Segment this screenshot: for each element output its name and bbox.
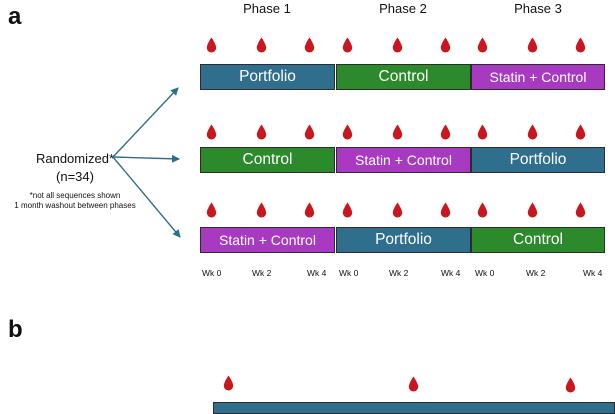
panel-b-bar bbox=[213, 402, 615, 414]
blood-drop-icon bbox=[575, 37, 586, 53]
panel-label-b: b bbox=[8, 316, 23, 343]
sequence-3-phase-2-portfolio: Portfolio bbox=[336, 227, 471, 253]
blood-drop-icon bbox=[256, 37, 267, 53]
washout-note: 1 month washout between phases bbox=[14, 201, 136, 210]
blood-drop-icon bbox=[440, 37, 451, 53]
blood-drop-icon bbox=[527, 202, 538, 218]
blood-drop-icon bbox=[223, 375, 234, 391]
blood-drop-icon bbox=[392, 124, 403, 140]
blood-drop-icon bbox=[342, 124, 353, 140]
week-label: Wk 2 bbox=[389, 268, 409, 278]
blood-drop-icon bbox=[342, 37, 353, 53]
sequence-2-phase-2-statin-control: Statin + Control bbox=[336, 147, 471, 173]
phase-2-header: Phase 2 bbox=[379, 1, 427, 16]
sequence-2-phase-1-control: Control bbox=[200, 147, 335, 173]
blood-drop-icon bbox=[392, 202, 403, 218]
week-label: Wk 4 bbox=[307, 268, 327, 278]
blood-drop-icon bbox=[477, 124, 488, 140]
blood-drop-icon bbox=[527, 124, 538, 140]
blood-drop-icon bbox=[575, 124, 586, 140]
phase-3-header: Phase 3 bbox=[514, 1, 562, 16]
sequence-1-phase-2-control: Control bbox=[336, 64, 471, 90]
phase-1-header: Phase 1 bbox=[243, 1, 291, 16]
week-label: Wk 0 bbox=[202, 268, 222, 278]
week-label: Wk 4 bbox=[583, 268, 603, 278]
panel-label-a: a bbox=[8, 3, 22, 30]
sequence-1-phase-3-statin-control: Statin + Control bbox=[471, 64, 605, 90]
blood-drop-icon bbox=[477, 37, 488, 53]
blood-drop-icon bbox=[256, 124, 267, 140]
arrow-to-sequence-2 bbox=[112, 154, 180, 163]
blood-drop-icon bbox=[575, 202, 586, 218]
sequence-2-phase-3-portfolio: Portfolio bbox=[471, 147, 605, 173]
sequence-1-phase-1-portfolio: Portfolio bbox=[200, 64, 335, 90]
blood-drop-icon bbox=[440, 124, 451, 140]
blood-drop-icon bbox=[565, 377, 576, 393]
blood-drop-icon bbox=[392, 37, 403, 53]
randomized-block: Randomized* (n=34) *not all sequences sh… bbox=[0, 151, 150, 211]
randomized-count: (n=34) bbox=[56, 169, 94, 184]
week-label: Wk 0 bbox=[475, 268, 495, 278]
blood-drop-icon bbox=[477, 202, 488, 218]
blood-drop-icon bbox=[304, 37, 315, 53]
blood-drop-icon bbox=[527, 37, 538, 53]
week-label: Wk 4 bbox=[441, 268, 461, 278]
blood-drop-icon bbox=[408, 376, 419, 392]
randomized-title: Randomized* bbox=[35, 151, 115, 166]
week-label: Wk 2 bbox=[526, 268, 546, 278]
blood-drop-icon bbox=[304, 202, 315, 218]
arrow-to-sequence-3 bbox=[112, 156, 181, 238]
blood-drop-icon bbox=[206, 202, 217, 218]
blood-drop-icon bbox=[342, 202, 353, 218]
sequence-3-phase-3-control: Control bbox=[471, 227, 605, 253]
blood-drop-icon bbox=[206, 124, 217, 140]
blood-drop-icon bbox=[440, 202, 451, 218]
week-label: Wk 0 bbox=[339, 268, 359, 278]
blood-drop-icon bbox=[304, 124, 315, 140]
sequence-note: *not all sequences shown bbox=[29, 191, 121, 200]
blood-drop-icon bbox=[206, 37, 217, 53]
sequence-3-phase-1-statin-control: Statin + Control bbox=[200, 227, 335, 253]
blood-drop-icon bbox=[256, 202, 267, 218]
arrow-to-sequence-1 bbox=[112, 87, 179, 158]
week-label: Wk 2 bbox=[252, 268, 272, 278]
